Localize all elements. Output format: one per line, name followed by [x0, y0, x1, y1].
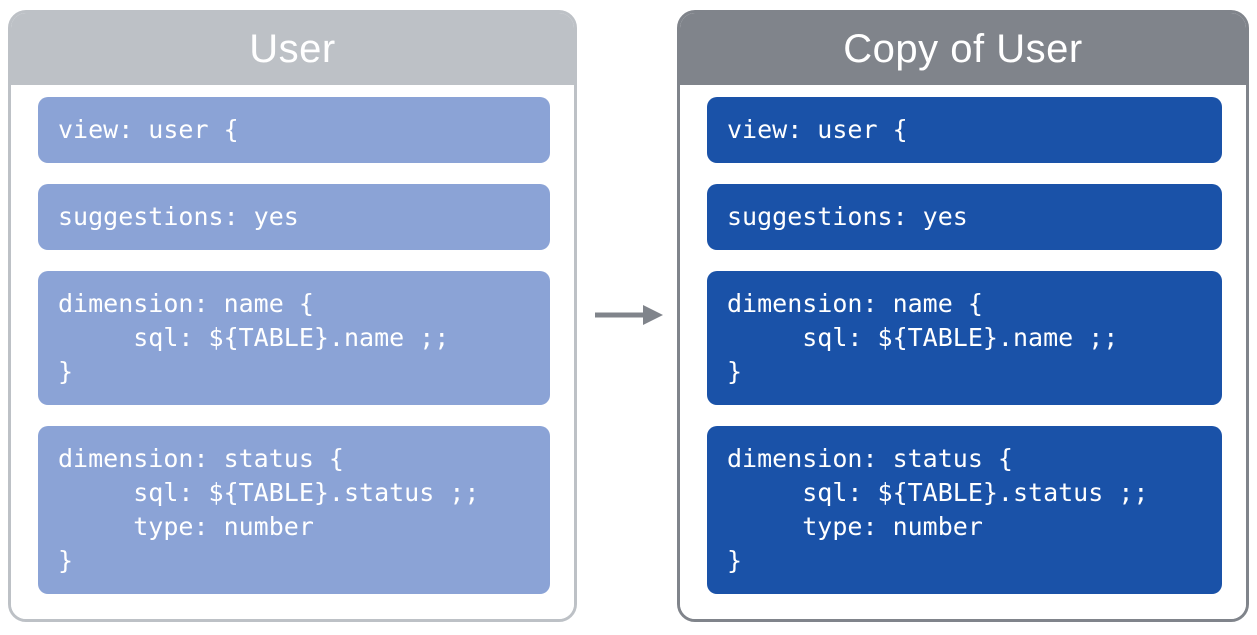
code-block-dimension-name: dimension: name { sql: ${TABLE}.name ;; …	[707, 271, 1222, 405]
code-block-suggestions: suggestions: yes	[38, 184, 550, 250]
code-block-view: view: user {	[707, 97, 1222, 163]
panel-user-title: User	[11, 13, 574, 85]
panel-user-body: view: user { suggestions: yes dimension:…	[11, 85, 574, 619]
copy-arrow-icon	[589, 301, 669, 329]
code-block-dimension-status: dimension: status { sql: ${TABLE}.status…	[38, 426, 550, 594]
code-block-dimension-name: dimension: name { sql: ${TABLE}.name ;; …	[38, 271, 550, 405]
panel-user: User view: user { suggestions: yes dimen…	[8, 10, 577, 622]
code-block-dimension-status: dimension: status { sql: ${TABLE}.status…	[707, 426, 1222, 594]
panel-copy-of-user-body: view: user { suggestions: yes dimension:…	[680, 85, 1246, 619]
panel-copy-of-user: Copy of User view: user { suggestions: y…	[677, 10, 1249, 622]
code-block-suggestions: suggestions: yes	[707, 184, 1222, 250]
code-block-view: view: user {	[38, 97, 550, 163]
panel-copy-of-user-title: Copy of User	[680, 13, 1246, 85]
